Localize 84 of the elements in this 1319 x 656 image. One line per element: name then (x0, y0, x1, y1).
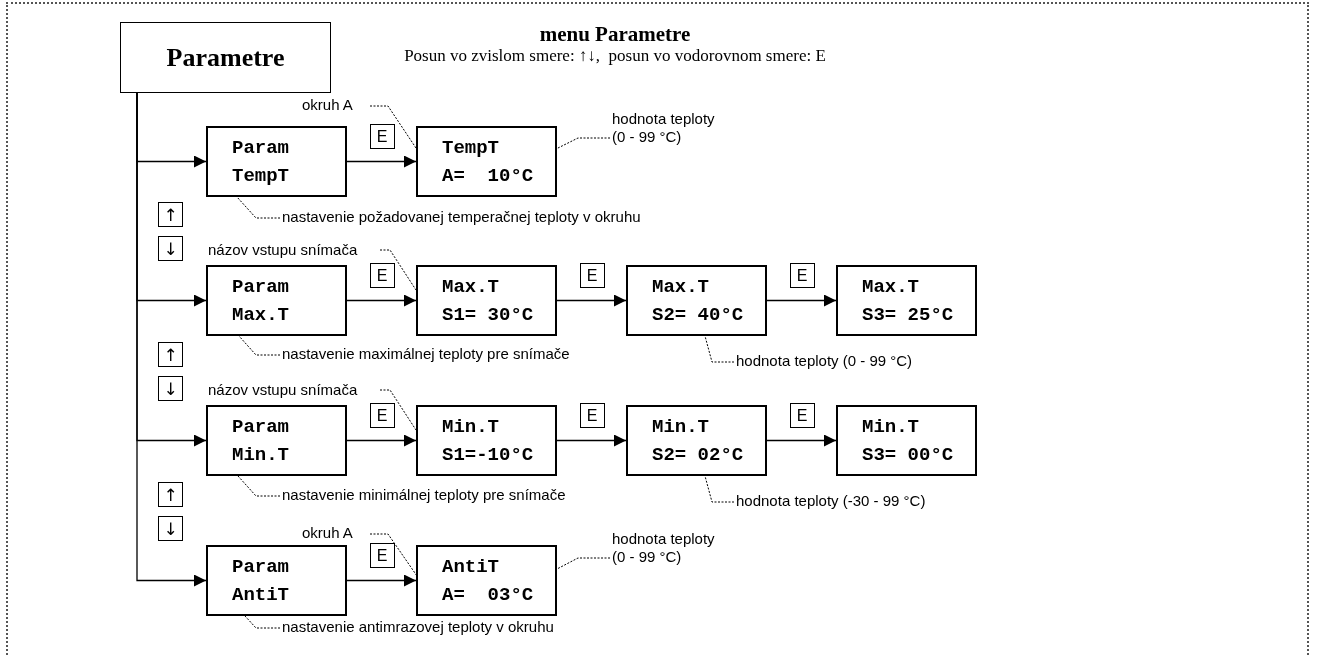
callout-text: nastavenie maximálnej teploty pre snímače (282, 345, 682, 365)
display-text: Max.T (442, 275, 500, 298)
display-text: S3= 25°C (862, 303, 955, 326)
arrow (556, 294, 627, 307)
arrow (346, 574, 417, 587)
display-box (416, 265, 557, 336)
display-text: Max.T (232, 303, 290, 326)
menu-box: Parametre (120, 22, 331, 93)
arrow-key: ↑ (158, 342, 183, 367)
arrow (766, 294, 837, 307)
leader-line (244, 615, 281, 629)
display-text: A= 03°C (442, 583, 535, 606)
display-text: A= 10°C (442, 164, 535, 187)
edge-label: E (369, 543, 395, 568)
display-text: S1= 30°C (442, 303, 535, 326)
display-text: Param (232, 555, 290, 578)
arrow (346, 294, 417, 307)
display-text: TempT (442, 136, 500, 159)
arrow (136, 92, 207, 587)
leader-line (236, 196, 281, 219)
edge-label: E (369, 263, 395, 288)
leader-line (238, 335, 281, 356)
leader-line (704, 475, 735, 503)
display-text: Min.T (442, 415, 500, 438)
subtitle: Posun vo zvislom smere: ↑↓, posun vo vodorovnom smere: E (403, 46, 827, 66)
callout-text: nastavenie minimálnej teploty pre snímače (282, 486, 682, 506)
display-box (206, 405, 347, 476)
edge-label: E (369, 124, 395, 149)
callout-text: názov vstupu snímača (208, 241, 380, 261)
edge-label: E (789, 263, 815, 288)
display-text: AntiT (232, 583, 290, 606)
leader-line (369, 105, 417, 149)
leader-line (237, 475, 281, 497)
display-box (416, 126, 557, 197)
leader-line (379, 389, 417, 431)
display-box (626, 265, 767, 336)
display-box (206, 265, 347, 336)
leader-line (379, 249, 417, 291)
display-text: S2= 40°C (652, 303, 745, 326)
callout-text: hodnota teploty (0 - 99 °C) (736, 352, 956, 372)
display-box (206, 545, 347, 616)
display-box (206, 126, 347, 197)
display-text: AntiT (442, 555, 500, 578)
display-box (416, 405, 557, 476)
arrow (556, 434, 627, 447)
display-text: S2= 02°C (652, 443, 745, 466)
display-text: Param (232, 136, 290, 159)
leader-line (704, 335, 735, 363)
title: menu Parametre (538, 22, 692, 47)
arrow-key: ↓ (158, 236, 183, 261)
arrow-key: ↑ (158, 202, 183, 227)
callout-text: hodnota teploty (0 - 99 °C) (612, 110, 727, 148)
callout-text: nastavenie antimrazovej teploty v okruhu (282, 618, 682, 638)
display-box (836, 405, 977, 476)
edge-label: E (789, 403, 815, 428)
arrow (766, 434, 837, 447)
display-box (836, 265, 977, 336)
callout-text: okruh A (302, 96, 368, 116)
arrow-key: ↑ (158, 482, 183, 507)
arrow (346, 434, 417, 447)
display-text: S3= 00°C (862, 443, 955, 466)
display-text: Min.T (232, 443, 290, 466)
callout-text: okruh A (302, 524, 368, 544)
display-text: Min.T (652, 415, 710, 438)
display-text: Max.T (862, 275, 920, 298)
callout-text: hodnota teploty (0 - 99 °C) (612, 530, 727, 568)
display-text: Max.T (652, 275, 710, 298)
display-box (626, 405, 767, 476)
arrow (346, 155, 417, 168)
arrow-key: ↓ (158, 376, 183, 401)
display-text: Param (232, 275, 290, 298)
display-text: Min.T (862, 415, 920, 438)
display-text: TempT (232, 164, 290, 187)
callout-text: názov vstupu snímača (208, 381, 380, 401)
arrow-key: ↓ (158, 516, 183, 541)
callout-text: nastavenie požadovanej temperačnej teploty v okruhu (282, 208, 762, 228)
edge-label: E (369, 403, 395, 428)
leader-line (556, 557, 611, 570)
edge-label: E (579, 263, 605, 288)
display-text: S1=-10°C (442, 443, 535, 466)
display-box (416, 545, 557, 616)
display-text: Param (232, 415, 290, 438)
callout-text: hodnota teploty (-30 - 99 °C) (736, 492, 976, 512)
edge-label: E (579, 403, 605, 428)
